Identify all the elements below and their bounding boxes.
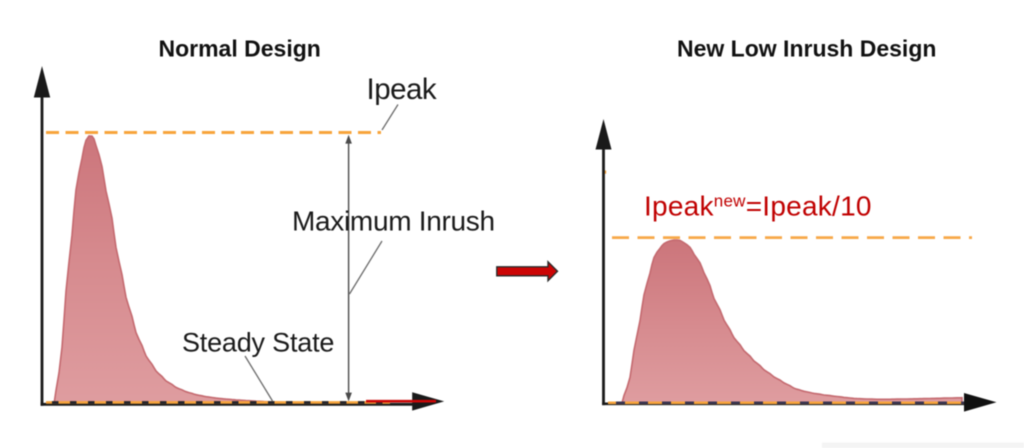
svg-text:Steady State: Steady State	[182, 328, 334, 358]
svg-text:Normal Design: Normal Design	[159, 36, 321, 62]
svg-text:New Low Inrush Design: New Low Inrush Design	[677, 36, 936, 62]
svg-text:Maximum Inrush: Maximum Inrush	[292, 206, 495, 237]
svg-text:Ipeak: Ipeak	[367, 73, 437, 106]
svg-text:Ipeaknew=Ipeak/10: Ipeaknew=Ipeak/10	[644, 191, 872, 222]
